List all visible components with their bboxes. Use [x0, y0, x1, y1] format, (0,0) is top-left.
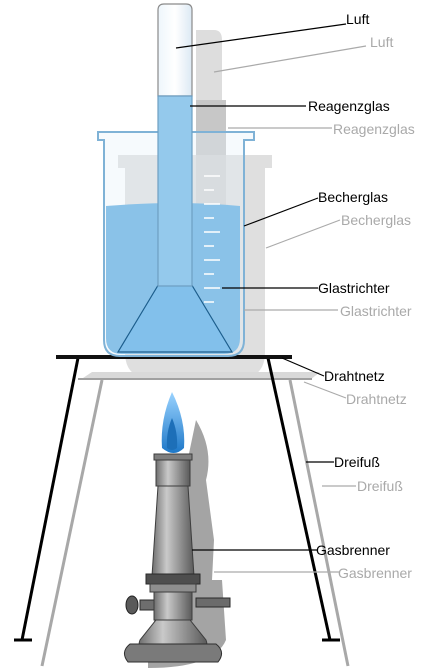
burner-gas-inlet — [195, 597, 231, 608]
burner-collar-rim — [153, 453, 193, 461]
label-glastrichter-shadow: Glastrichter — [340, 303, 412, 319]
label-gasbrenner: Gasbrenner — [316, 542, 390, 558]
leader-becherglas-shadow — [265, 219, 341, 249]
burner-body — [153, 591, 193, 621]
test-tube-air — [157, 3, 193, 97]
leader-luft-shadow — [213, 45, 367, 73]
label-drahtnetz: Drahtnetz — [324, 368, 385, 384]
tripod-shadow-leg-left — [40, 379, 104, 667]
beaker-graduations — [204, 175, 220, 303]
tripod-shadow-leg-right — [288, 379, 350, 667]
burner-valve-knob — [125, 595, 139, 615]
label-drahtnetz-shadow: Drahtnetz — [346, 391, 407, 407]
gas-burner — [124, 392, 231, 663]
labels: Luft Luft Reagenzglas Reagenzglas Becher… — [308, 11, 415, 581]
test-tube-water — [157, 95, 193, 287]
burner-foot — [124, 643, 222, 663]
leader-luft — [175, 23, 347, 49]
leader-becherglas — [243, 197, 319, 227]
label-luft: Luft — [346, 11, 369, 27]
label-becherglas: Becherglas — [318, 189, 388, 205]
test-tube — [157, 3, 193, 287]
label-becherglas-shadow: Becherglas — [341, 212, 411, 228]
tripod-leg-left — [20, 357, 80, 641]
label-reagenzglas-shadow: Reagenzglas — [333, 121, 415, 137]
burner-flame-inner — [166, 418, 178, 450]
label-gasbrenner-shadow: Gasbrenner — [338, 565, 412, 581]
burner-air-regulator — [145, 573, 201, 585]
label-reagenzglas: Reagenzglas — [308, 98, 390, 114]
leader-drahtnetz — [281, 357, 325, 377]
test-tube-shadow-top — [196, 30, 222, 100]
label-dreifuss: Dreifuß — [334, 454, 380, 470]
tripod-leg-right — [266, 357, 332, 641]
tripod-icon — [14, 357, 340, 642]
burner-air-ring — [149, 583, 197, 593]
label-dreifuss-shadow: Dreifuß — [357, 478, 403, 494]
burner-tube — [151, 485, 195, 577]
label-glastrichter: Glastrichter — [318, 280, 390, 296]
leader-lines — [175, 23, 367, 573]
leader-drahtnetz-shadow — [303, 381, 347, 399]
label-luft-shadow: Luft — [370, 34, 393, 50]
